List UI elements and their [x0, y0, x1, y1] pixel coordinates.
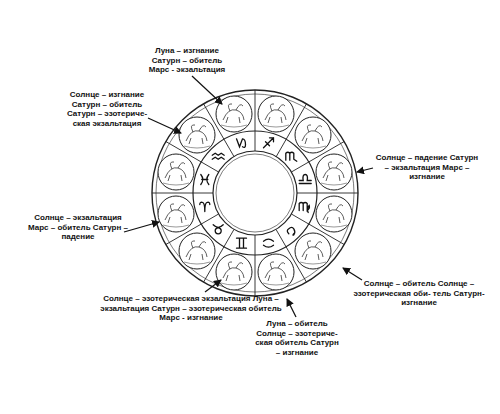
zodiac-glyphs [200, 138, 311, 248]
leader-arrows [124, 76, 373, 317]
dignity-callout: Солнце – эзотерическая экзальтация Луна … [100, 294, 282, 323]
dignity-callout: Луна – изгнание Сатурн – обитель Марс - … [146, 46, 228, 75]
dignity-callout: Солнце – экзальтация Марс – обитель Сату… [28, 213, 128, 242]
dignity-callout: Солнце – падение Сатурн – экзальтация Ма… [375, 153, 479, 182]
dignity-callout: Луна – обитель Солнце – эзотериче- ская … [253, 319, 341, 357]
dignity-callout: Солнце – изгнание Сатурн – обитель Сатур… [60, 90, 154, 128]
sector-dividers [152, 90, 358, 296]
sign-medallions [158, 96, 352, 290]
wheel-rings [152, 90, 358, 296]
dignity-callout: Солнце – обитель Солнце – эзотерическая … [352, 279, 486, 308]
